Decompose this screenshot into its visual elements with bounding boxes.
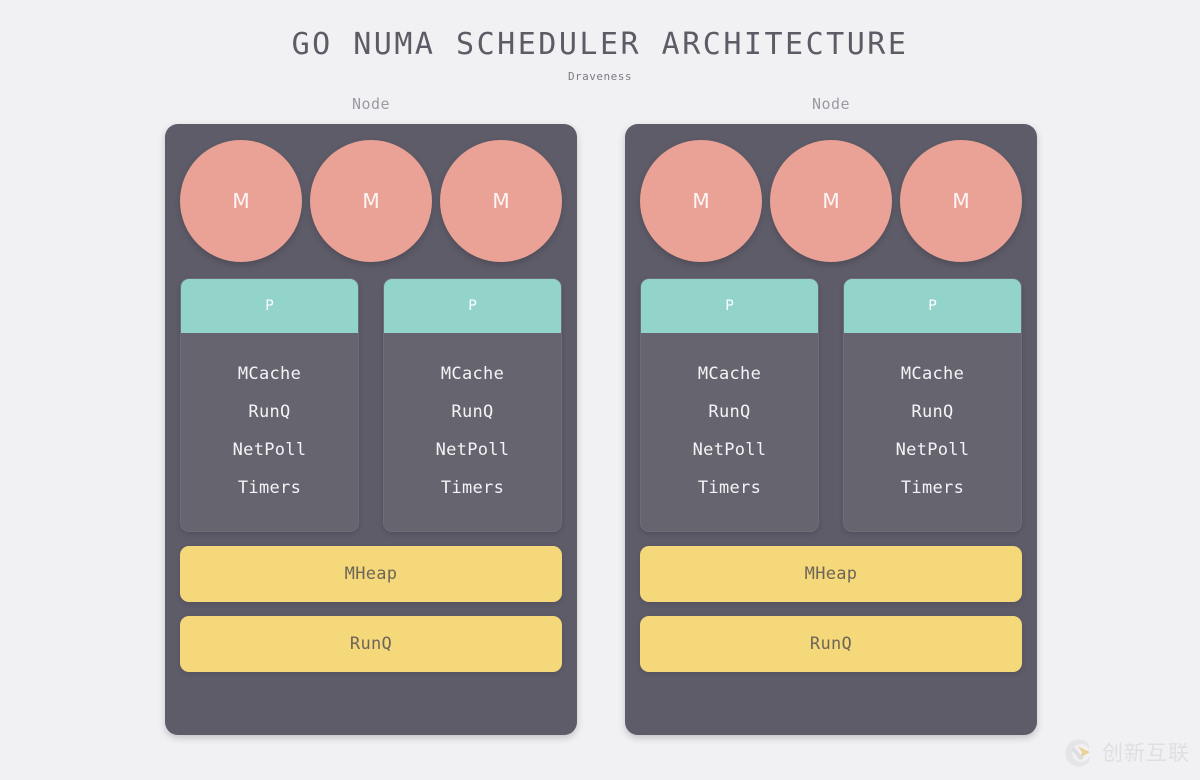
processor-header: P (641, 279, 818, 333)
processor-card-1[interactable]: P MCache RunQ NetPoll Timers (843, 278, 1022, 532)
page-header: GO NUMA SCHEDULER ARCHITECTURE Draveness (0, 0, 1200, 83)
shared-bar-label: RunQ (349, 634, 393, 654)
node-group-1: Node M M M P MCache (625, 95, 1037, 735)
processor-header: P (384, 279, 561, 333)
processor-item-timers: Timers (697, 478, 762, 498)
processor-item-mcache: MCache (440, 364, 505, 384)
processor-card-0[interactable]: P MCache RunQ NetPoll Timers (180, 278, 359, 532)
shared-bar-label: MHeap (804, 564, 858, 584)
thread-m-2[interactable]: M (440, 140, 562, 262)
processor-label: P (928, 298, 937, 314)
thread-label: M (822, 189, 840, 213)
processor-card-1[interactable]: P MCache RunQ NetPoll Timers (383, 278, 562, 532)
processor-item-timers: Timers (440, 478, 505, 498)
thread-label: M (692, 189, 710, 213)
thread-m-0[interactable]: M (180, 140, 302, 262)
processor-body: MCache RunQ NetPoll Timers (181, 333, 358, 531)
thread-label: M (232, 189, 250, 213)
processor-item-netpoll: NetPoll (232, 440, 307, 460)
processor-label: P (468, 298, 477, 314)
processor-item-runq: RunQ (708, 402, 751, 422)
page-subtitle: Draveness (567, 70, 633, 83)
diagram-canvas: Node M M M P MCache (0, 95, 1200, 755)
node-label: Node (351, 95, 391, 113)
processor-body: MCache RunQ NetPoll Timers (844, 333, 1021, 531)
processor-item-runq: RunQ (451, 402, 494, 422)
thread-label: M (492, 189, 510, 213)
processor-header: P (844, 279, 1021, 333)
shared-bar-label: RunQ (809, 634, 853, 654)
processor-item-runq: RunQ (248, 402, 291, 422)
processor-card-0[interactable]: P MCache RunQ NetPoll Timers (640, 278, 819, 532)
processor-label: P (725, 298, 734, 314)
processor-item-runq: RunQ (911, 402, 954, 422)
processor-body: MCache RunQ NetPoll Timers (641, 333, 818, 531)
processor-row: P MCache RunQ NetPoll Timers P MCache (640, 278, 1022, 532)
page-title: GO NUMA SCHEDULER ARCHITECTURE (291, 27, 909, 62)
thread-row: M M M (180, 140, 562, 267)
node-group-0: Node M M M P MCache (165, 95, 577, 735)
thread-m-1[interactable]: M (770, 140, 892, 262)
processor-item-netpoll: NetPoll (435, 440, 510, 460)
thread-m-1[interactable]: M (310, 140, 432, 262)
shared-bar-runq[interactable]: RunQ (180, 616, 562, 672)
node-label: Node (811, 95, 851, 113)
processor-label: P (265, 298, 274, 314)
thread-label: M (362, 189, 380, 213)
node-panel: M M M P MCache RunQ NetPoll (625, 124, 1037, 735)
processor-row: P MCache RunQ NetPoll Timers P MCache (180, 278, 562, 532)
thread-m-0[interactable]: M (640, 140, 762, 262)
processor-body: MCache RunQ NetPoll Timers (384, 333, 561, 531)
processor-item-netpoll: NetPoll (692, 440, 767, 460)
processor-item-netpoll: NetPoll (895, 440, 970, 460)
processor-item-timers: Timers (237, 478, 302, 498)
shared-bar-mheap[interactable]: MHeap (640, 546, 1022, 602)
thread-label: M (952, 189, 970, 213)
shared-bar-runq[interactable]: RunQ (640, 616, 1022, 672)
processor-header: P (181, 279, 358, 333)
processor-item-mcache: MCache (697, 364, 762, 384)
shared-bar-label: MHeap (344, 564, 398, 584)
node-panel: M M M P MCache RunQ NetPoll (165, 124, 577, 735)
processor-item-timers: Timers (900, 478, 965, 498)
shared-bar-mheap[interactable]: MHeap (180, 546, 562, 602)
thread-m-2[interactable]: M (900, 140, 1022, 262)
processor-item-mcache: MCache (900, 364, 965, 384)
thread-row: M M M (640, 140, 1022, 267)
processor-item-mcache: MCache (237, 364, 302, 384)
